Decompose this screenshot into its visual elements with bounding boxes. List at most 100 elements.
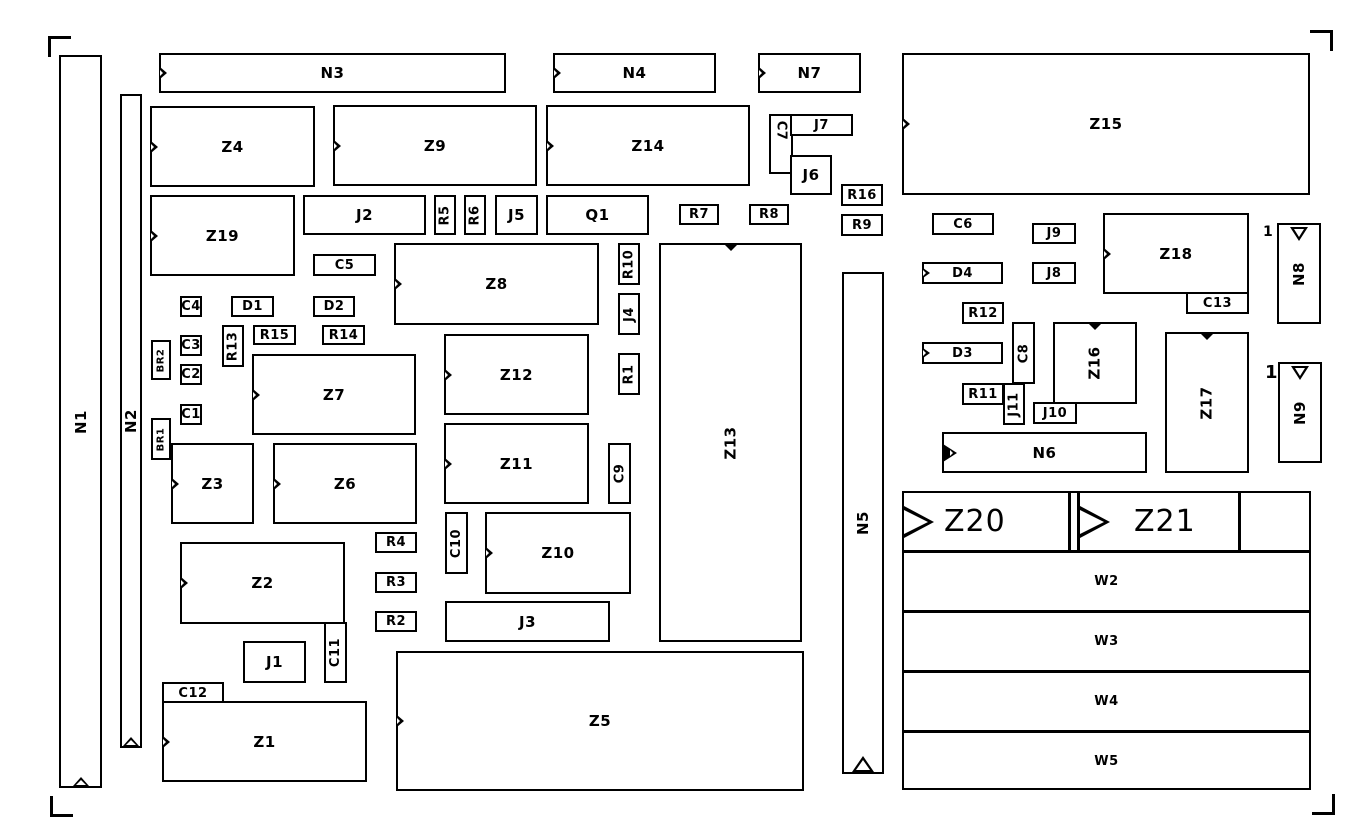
ic-Z13[interactable]: Z13 [659,243,802,642]
ic-Z1[interactable]: Z1 [162,701,367,782]
connector-N9[interactable]: N9 [1278,362,1322,463]
resistor-R13[interactable]: R13 [222,325,244,367]
bridge-BR1[interactable]: BR1 [151,418,171,460]
resistor-R12[interactable]: R12 [962,302,1004,324]
bridge-BR2[interactable]: BR2 [151,340,171,380]
connector-N2[interactable]: N2 [120,94,142,748]
resistor-R3[interactable]: R3 [375,572,417,593]
resistor-R16[interactable]: R16 [841,184,883,206]
label-N3: N3 [320,64,345,82]
module-W2[interactable]: W2 [904,552,1309,610]
capacitor-C3[interactable]: C3 [180,335,202,356]
ic-Z12[interactable]: Z12 [444,334,589,415]
ic-Z9[interactable]: Z9 [333,105,537,186]
capacitor-C5[interactable]: C5 [313,254,376,276]
capacitor-C13[interactable]: C13 [1186,292,1249,314]
resistor-R4[interactable]: R4 [375,532,417,553]
resistor-R10[interactable]: R10 [618,243,640,285]
connector-N5[interactable]: N5 [842,272,884,774]
capacitor-C6[interactable]: C6 [932,213,994,235]
label-N9: N9 [1291,400,1309,425]
label-C9: C9 [612,463,627,484]
ic-Z3[interactable]: Z3 [171,443,254,524]
transistor-Q1[interactable]: Q1 [546,195,649,235]
ic-Z11[interactable]: Z11 [444,423,589,504]
ic-Z15[interactable]: Z15 [902,53,1310,195]
resistor-R6[interactable]: R6 [464,195,486,235]
jumper-J6[interactable]: J6 [790,155,832,195]
resistor-R5[interactable]: R5 [434,195,456,235]
connector-N7[interactable]: N7 [758,53,861,93]
diode-D4[interactable]: D4 [922,262,1003,284]
module-W5[interactable]: W5 [904,732,1309,790]
ic-Z4[interactable]: Z4 [150,106,315,187]
capacitor-C7[interactable]: C7 [769,114,793,174]
ic-Z10[interactable]: Z10 [485,512,631,594]
jumper-J5[interactable]: J5 [495,195,538,235]
capacitor-C11[interactable]: C11 [324,622,347,683]
jumper-J8[interactable]: J8 [1032,262,1076,284]
capacitor-C8[interactable]: C8 [1012,322,1035,384]
module-W3[interactable]: W3 [904,612,1309,670]
label-R12: R12 [968,305,998,321]
ic-Z14[interactable]: Z14 [546,105,750,186]
resistor-R9[interactable]: R9 [841,214,883,236]
label-R5: R5 [437,204,453,226]
jumper-J10[interactable]: J10 [1033,402,1077,424]
ic-Z18[interactable]: Z18 [1103,213,1249,294]
ic-Z2[interactable]: Z2 [180,542,345,624]
label-J10: J10 [1042,405,1068,421]
capacitor-C1[interactable]: C1 [180,404,202,425]
pin1-notch-icon [172,477,179,490]
pin1-notch-icon [943,443,957,462]
ic-Z17[interactable]: Z17 [1165,332,1249,473]
ic-Z16[interactable]: Z16 [1053,322,1137,404]
diode-D1[interactable]: D1 [231,296,274,317]
ic-Z7[interactable]: Z7 [252,354,416,435]
module-W4[interactable]: W4 [904,672,1309,730]
jumper-J2[interactable]: J2 [303,195,426,235]
label-Z8: Z8 [485,275,508,293]
connector-N3[interactable]: N3 [159,53,506,93]
capacitor-C4[interactable]: C4 [180,296,202,317]
resistor-R11[interactable]: R11 [962,383,1004,405]
label-R13: R13 [225,331,241,361]
resistor-R8[interactable]: R8 [749,204,789,225]
diode-D3[interactable]: D3 [922,342,1003,364]
capacitor-C9[interactable]: C9 [608,443,631,504]
ic-Z19[interactable]: Z19 [150,195,295,276]
label-C8: C8 [1016,343,1031,363]
ic-Z8[interactable]: Z8 [394,243,599,325]
jumper-J7[interactable]: J7 [790,114,853,136]
resistor-R1[interactable]: R1 [618,353,640,395]
ic-Z20[interactable]: Z20 [904,493,1068,550]
resistor-R7[interactable]: R7 [679,204,719,225]
jumper-J3[interactable]: J3 [445,601,610,642]
ic-Z21[interactable]: Z21 [1080,493,1238,550]
label-C11: C11 [328,637,344,668]
pin1-triangle-icon [1290,227,1308,241]
jumper-J1[interactable]: J1 [243,641,306,683]
resistor-R14[interactable]: R14 [322,325,365,345]
jumper-J4[interactable]: J4 [618,293,640,335]
connector-N8[interactable]: N8 [1277,223,1321,324]
capacitor-C10[interactable]: C10 [445,512,468,574]
pin1-marker-N9: 1 [1265,362,1278,383]
cathode-triangle-icon [923,348,930,358]
pin1-notch-icon [395,278,402,290]
ic-Z5[interactable]: Z5 [396,651,804,791]
resistor-R2[interactable]: R2 [375,611,417,632]
label-R16: R16 [847,187,877,203]
connector-N1[interactable]: N1 [59,55,102,788]
capacitor-C2[interactable]: C2 [180,364,202,385]
label-J4: J4 [621,306,637,322]
jumper-J9[interactable]: J9 [1032,223,1076,244]
divider [902,610,1311,613]
diode-D2[interactable]: D2 [313,296,355,317]
resistor-R15[interactable]: R15 [253,325,296,345]
connector-N6[interactable]: N6 [942,432,1147,473]
jumper-J11[interactable]: J11 [1003,383,1025,425]
ic-Z6[interactable]: Z6 [273,443,417,524]
label-D1: D1 [242,299,263,314]
connector-N4[interactable]: N4 [553,53,716,93]
